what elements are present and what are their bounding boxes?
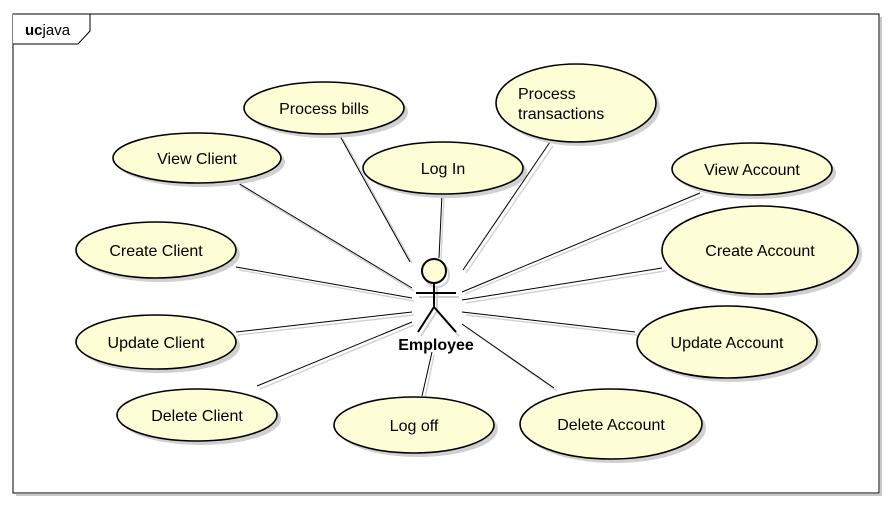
use-case-process-bills[interactable]: Process bills xyxy=(243,81,408,138)
use-case-label: Create Account xyxy=(705,243,815,260)
use-case-label: Delete Client xyxy=(151,408,243,425)
assoc-process-transactions xyxy=(462,141,551,271)
assoc-update-account xyxy=(461,311,636,333)
assoc-log-off xyxy=(421,351,433,397)
use-case-create-account[interactable]: Create Account xyxy=(661,205,862,298)
assoc-create-client xyxy=(235,266,413,299)
use-case-view-account[interactable]: View Account xyxy=(671,142,836,199)
use-case-label: Create Client xyxy=(109,243,203,260)
stick-figure-icon xyxy=(416,258,457,333)
use-case-delete-client[interactable]: Delete Client xyxy=(116,388,281,445)
actor-name: Employee xyxy=(398,337,474,354)
assoc-view-client xyxy=(237,182,413,289)
use-case-process-transactions[interactable]: Process transactions xyxy=(495,63,660,146)
frame-title-tab xyxy=(13,13,91,45)
assoc-delete-client xyxy=(256,321,413,387)
assoc-update-client xyxy=(235,311,413,333)
frame-title: ucjava xyxy=(25,22,71,39)
frame-keyword: uc xyxy=(25,22,43,39)
use-case-label: View Account xyxy=(704,162,800,179)
use-case-label: View Client xyxy=(157,151,237,168)
diagram-frame xyxy=(12,13,880,494)
use-case-log-off[interactable]: Log off xyxy=(333,396,498,457)
use-case-label-line-2: transactions xyxy=(518,106,604,123)
use-case-label: Log In xyxy=(421,161,465,178)
frame-name: java xyxy=(42,22,71,39)
use-case-label-line-1: Process xyxy=(518,86,576,103)
use-case-log-in[interactable]: Log In xyxy=(362,141,527,198)
actor-employee[interactable]: Employee xyxy=(398,258,474,354)
use-case-label: Update Account xyxy=(671,335,785,352)
use-case-label: Log off xyxy=(390,418,439,435)
assoc-process-bills xyxy=(339,135,411,263)
use-case-delete-account[interactable]: Delete Account xyxy=(519,388,706,463)
use-case-create-client[interactable]: Create Client xyxy=(75,221,240,282)
assoc-delete-account xyxy=(461,323,555,389)
assoc-view-account xyxy=(461,192,701,293)
use-case-update-account[interactable]: Update Account xyxy=(636,305,821,382)
associations xyxy=(235,135,701,397)
assoc-log-in xyxy=(438,193,443,259)
use-case-label: Process bills xyxy=(279,101,369,118)
use-case-label: Delete Account xyxy=(557,417,665,434)
use-case-view-client[interactable]: View Client xyxy=(112,132,285,187)
use-case-label: Update Client xyxy=(108,335,206,352)
use-case-update-client[interactable]: Update Client xyxy=(75,314,240,373)
assoc-create-account xyxy=(461,267,663,301)
